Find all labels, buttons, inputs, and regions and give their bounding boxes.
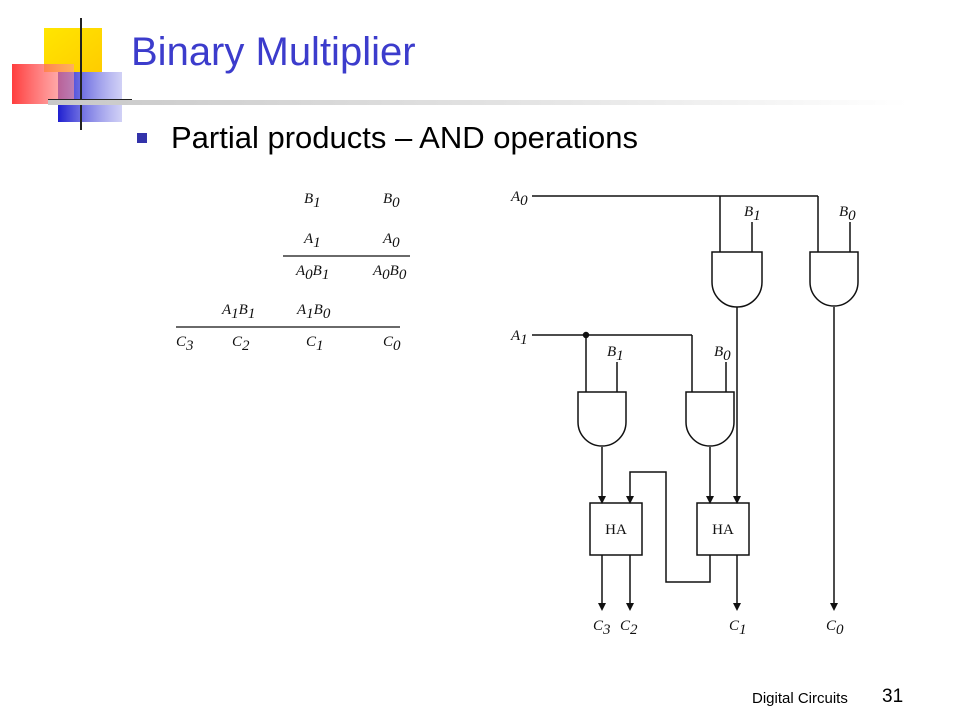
eq-c3: C3	[176, 334, 194, 354]
page-number: 31	[882, 686, 904, 707]
bullet-text: Partial products – AND operations	[171, 120, 638, 155]
eq-a1b0: A1B0	[296, 302, 331, 322]
label-b0-top: B0	[839, 204, 856, 224]
footer-course: Digital Circuits	[752, 690, 848, 707]
and-gate-a0b0	[809, 251, 859, 307]
eq-a0: A0	[382, 231, 400, 251]
label-a1: A1	[510, 328, 528, 348]
page-title: Binary Multiplier	[131, 30, 416, 74]
ha-label-right: HA	[712, 522, 734, 538]
out-c2: C2	[620, 618, 638, 638]
and-gate-a0b1	[711, 251, 763, 308]
eq-c2: C2	[232, 334, 250, 354]
label-b0-bottom: B0	[714, 344, 731, 364]
eq-c0: C0	[383, 334, 401, 354]
eq-a0b0: A0B0	[372, 263, 407, 283]
eq-a0b1: A0B1	[295, 263, 329, 283]
bullet-square-icon	[137, 133, 147, 143]
bullet-item: Partial products – AND operations	[137, 120, 638, 156]
label-a0: A0	[510, 189, 528, 209]
partial-product-equation: B1 B0 A1 A0 A0B1 A0B0 A1B1 A1B0 C3 C2 C1…	[176, 191, 410, 354]
half-adder-right	[696, 502, 750, 556]
label-b1-top: B1	[744, 204, 761, 224]
ha-label-left: HA	[605, 522, 627, 538]
arrowheads	[598, 496, 838, 611]
and-gate-a1b0	[685, 391, 735, 447]
eq-a1: A1	[303, 231, 321, 251]
out-c3: C3	[593, 618, 611, 638]
label-b1-bottom: B1	[607, 344, 624, 364]
and-gate-a1b1	[577, 391, 627, 447]
multiplier-circuit	[532, 195, 859, 605]
eq-a1b1: A1B1	[221, 302, 255, 322]
carry-wire	[629, 471, 711, 583]
title-underline	[48, 100, 908, 105]
out-c0: C0	[826, 618, 844, 638]
eq-b1: B1	[304, 191, 321, 211]
eq-c1: C1	[306, 334, 324, 354]
out-c1: C1	[729, 618, 747, 638]
half-adder-left	[589, 502, 643, 556]
eq-b0: B0	[383, 191, 400, 211]
